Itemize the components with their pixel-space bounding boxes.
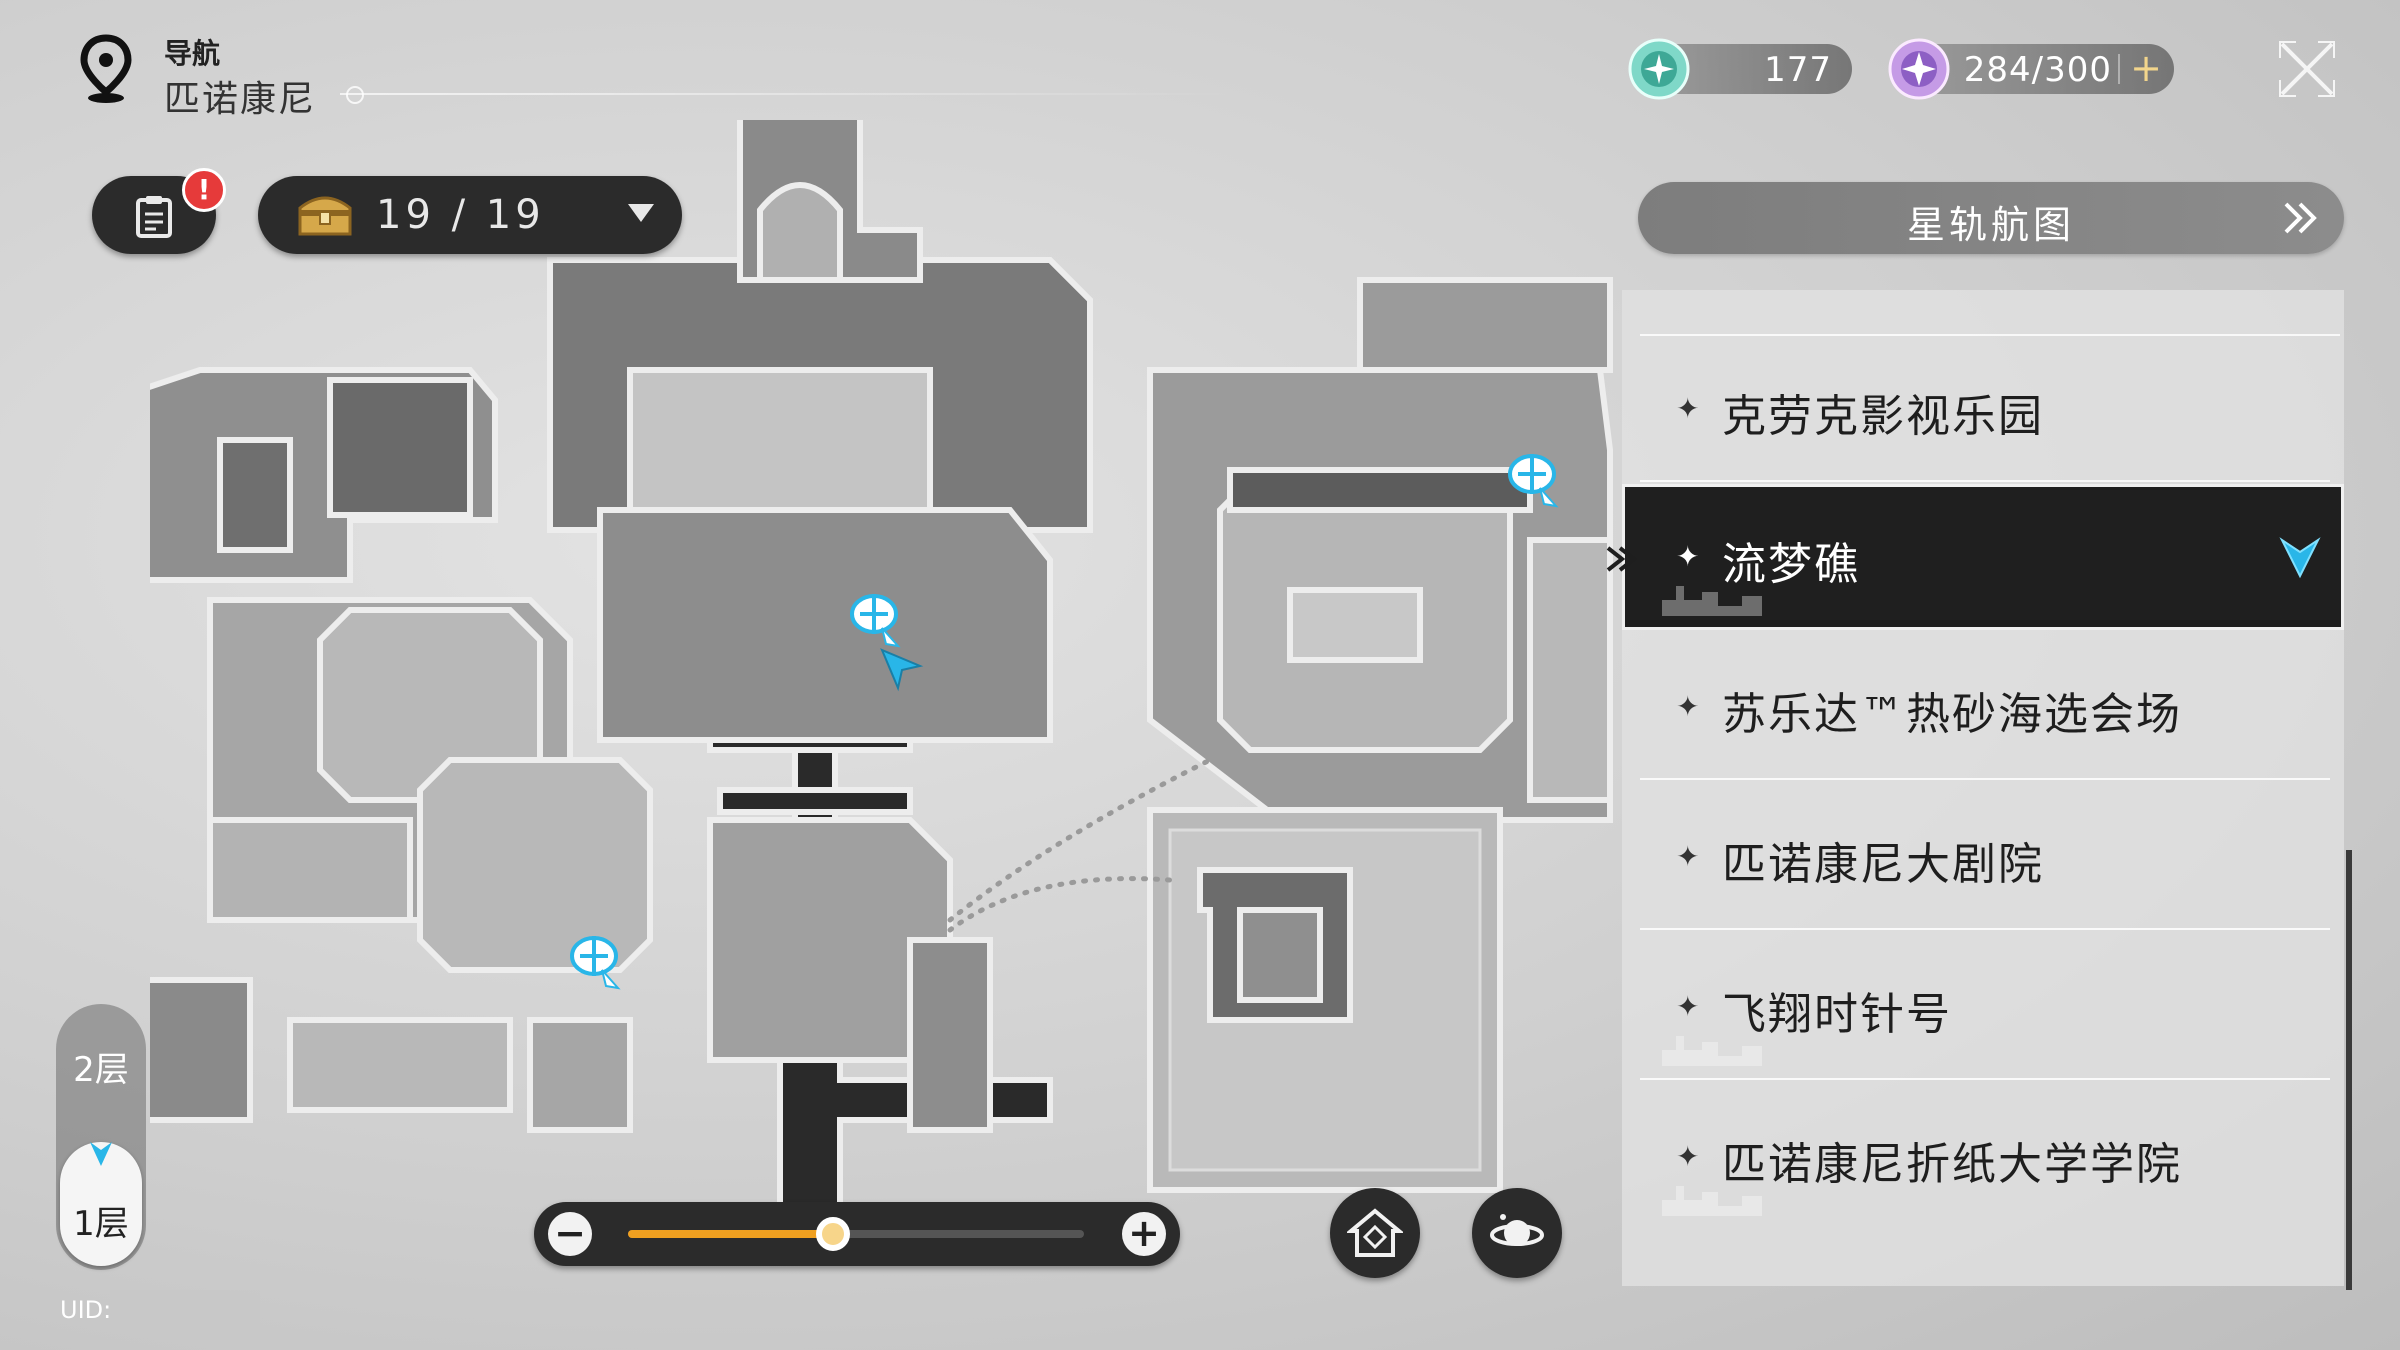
stellar-jade-value: 177 (1764, 50, 1832, 90)
star-rail-map-button[interactable]: 星轨航图 (1638, 182, 2344, 254)
location-name: 匹诺康尼大剧院 (1722, 839, 2044, 890)
location-name: 流梦礁 (1722, 539, 1860, 590)
skyline-icon (1662, 586, 1762, 616)
nav-label: 导航 (164, 37, 221, 70)
planet-icon (1490, 1214, 1544, 1246)
star-bullet-icon: ✦ (1676, 990, 1700, 1023)
zoom-thumb[interactable] (816, 1217, 851, 1251)
zoom-fill (628, 1230, 834, 1238)
star-bullet-icon: ✦ (1676, 690, 1700, 723)
floor-2-button[interactable]: 2层 (73, 1050, 129, 1090)
star-bullet-icon: ✦ (1676, 540, 1700, 573)
chevron-down-icon[interactable] (628, 204, 654, 222)
home-button[interactable] (1330, 1188, 1420, 1278)
star-rail-map-label: 星轨航图 (1906, 203, 2075, 247)
trailblaze-power-value: 284/300 (1963, 50, 2112, 90)
skyline-icon (1662, 1036, 1762, 1066)
uid-value-masked (110, 1290, 260, 1330)
divider (1640, 778, 2330, 780)
map-pin-icon (80, 34, 132, 103)
chest-count: 19 / 19 (376, 192, 545, 238)
stellar-jade-counter[interactable]: 177 (1628, 38, 1852, 100)
teleport-anchor-icon[interactable] (1504, 444, 1564, 514)
star-bullet-icon: ✦ (1676, 1140, 1700, 1173)
nav-dot (346, 86, 364, 104)
uid-label: UID: (60, 1296, 112, 1324)
list-item[interactable]: ✦ 苏乐达™热砂海选会场 (1622, 634, 2344, 780)
zoom-slider[interactable] (628, 1217, 1084, 1251)
teleport-anchor-icon[interactable] (846, 584, 906, 654)
planet-button[interactable] (1472, 1188, 1562, 1278)
list-item[interactable]: ✦ 匹诺康尼大剧院 (1622, 784, 2344, 930)
world-map[interactable] (150, 120, 1650, 1230)
close-icon[interactable] (2276, 38, 2338, 100)
star-bullet-icon: ✦ (1676, 840, 1700, 873)
treasure-chest-filter[interactable]: 19 / 19 (258, 176, 682, 254)
home-icon (1347, 1208, 1403, 1257)
divider (2118, 54, 2120, 84)
floor-1-button[interactable]: 1层 (60, 1142, 142, 1266)
zoom-out-button[interactable]: − (548, 1212, 592, 1256)
zoom-in-button[interactable]: + (1122, 1212, 1166, 1256)
list-item[interactable]: ✦ 克劳克影视乐园 (1622, 336, 2344, 482)
location-name: 克劳克影视乐园 (1722, 391, 2044, 442)
floor-1-label: 1层 (73, 1204, 129, 1244)
location-list-panel[interactable] (1622, 290, 2344, 1286)
trailblaze-power-counter[interactable]: 284/300 + (1888, 38, 2174, 100)
location-name: 苏乐达™热砂海选会场 (1722, 689, 2182, 740)
stellar-jade-icon (1628, 38, 1690, 100)
divider (1640, 480, 2330, 482)
divider (1640, 1078, 2330, 1080)
divider (1640, 928, 2330, 930)
nav-location: 匹诺康尼 (164, 79, 317, 120)
teleport-anchor-icon[interactable] (566, 926, 626, 996)
skyline-icon (1662, 1186, 1762, 1216)
list-item[interactable]: ✦ 匹诺康尼折纸大学学院 (1622, 1084, 2344, 1230)
location-marker-icon (2279, 537, 2321, 579)
alert-badge: ! (182, 168, 226, 212)
zoom-control: − + (534, 1202, 1180, 1266)
location-marker-icon (90, 1142, 112, 1166)
scrollbar[interactable] (2346, 850, 2352, 1290)
list-item[interactable]: ✦ 飞翔时针号 (1622, 934, 2344, 1080)
selector-arrow-icon (1606, 546, 1638, 572)
star-bullet-icon: ✦ (1676, 392, 1700, 425)
add-power-button[interactable]: + (2130, 46, 2162, 90)
trailblaze-power-icon (1888, 38, 1950, 100)
location-name: 飞翔时针号 (1722, 989, 1952, 1040)
list-item-active[interactable]: ✦ 流梦礁 (1622, 484, 2344, 630)
double-chevron-right-icon (2284, 202, 2317, 234)
player-arrow-icon (880, 648, 924, 692)
divider (1640, 334, 2340, 336)
nav-divider (340, 93, 1240, 95)
location-name: 匹诺康尼折纸大学学院 (1722, 1139, 2182, 1190)
mission-log-icon (136, 196, 172, 238)
treasure-chest-icon (298, 196, 352, 236)
